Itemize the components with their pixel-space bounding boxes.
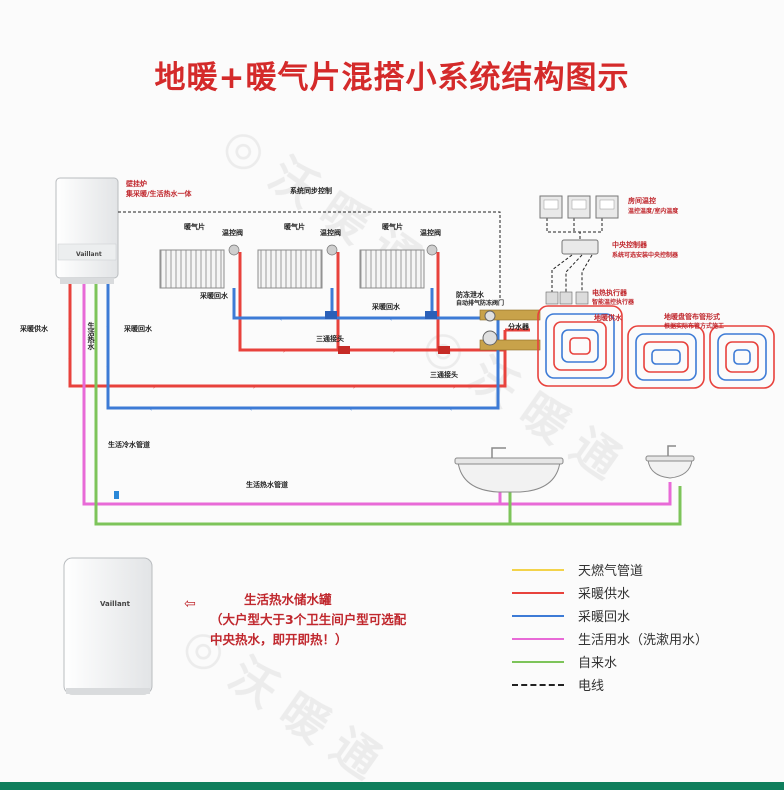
legend-item-electric-wire: 电线 — [512, 673, 708, 696]
actuator-label: 电热执行器 — [592, 289, 627, 297]
legend-label: 采暖供水 — [578, 587, 631, 602]
storage-brand: Vaillant — [100, 600, 131, 608]
legend-item-tap-water: 自来水 — [512, 650, 708, 673]
legend-label: 生活用水（洗漱用水） — [578, 633, 709, 648]
cold-water-pipe-label: 生活冷水管道 — [108, 441, 150, 449]
cold-water-marker — [114, 491, 119, 499]
electric-wires — [118, 211, 603, 300]
svg-text:→: → — [350, 384, 355, 391]
svg-text:→: → — [390, 348, 395, 355]
central-controller — [561, 239, 599, 255]
radiator-3-label: 暖气片 — [382, 223, 403, 231]
left-arrow-icon: ⇦ — [184, 596, 196, 612]
legend-swatch-return — [512, 614, 564, 617]
svg-text:→: → — [450, 384, 455, 391]
radiator-1 — [159, 249, 225, 289]
svg-text:↓: ↓ — [67, 355, 72, 362]
manifold — [479, 309, 541, 351]
tee-label-1: 三通接头 — [316, 335, 344, 343]
floor-layout-sublabel: 根据实际布管方式施工 — [664, 323, 725, 330]
legend-label: 自来水 — [578, 656, 618, 671]
floor-heating-loop-2 — [627, 325, 705, 389]
boiler-label: 壁挂炉 — [126, 180, 147, 188]
flow-arrows-return: ← ← ← ← ← ← ↑ ↑ — [105, 316, 455, 413]
legend-item-heating-return: 采暖回水 — [512, 604, 708, 627]
legend-swatch-supply — [512, 591, 564, 594]
svg-text:→: → — [150, 384, 155, 391]
hot-water-pipe-label: 生活热水管道 — [246, 481, 288, 489]
page-title: 地暖+暖气片混搭小系统结构图示 — [154, 60, 630, 96]
radiator-2-label: 暖气片 — [284, 223, 305, 231]
wall-boiler — [55, 177, 119, 284]
anti-freeze-label: 防冻泄水 — [456, 291, 484, 299]
legend-item-domestic-water: 生活用水（洗漱用水） — [512, 627, 708, 650]
legend: 天燃气管道 采暖供水 采暖回水 生活用水（洗漱用水） 自来水 电线 — [512, 558, 708, 696]
floor-supply-label: 地暖供水 — [594, 314, 622, 322]
svg-text:↓: ↓ — [67, 325, 72, 332]
legend-swatch-gas — [512, 568, 564, 571]
svg-text:↑: ↑ — [105, 365, 110, 372]
valve-3-label: 温控阀 — [420, 229, 441, 237]
hot-water-storage-tank — [63, 557, 153, 695]
thermostat-label: 房间温控 — [628, 197, 656, 205]
flow-arrows-supply: → → → → → → ↓ ↓ — [67, 325, 455, 391]
floor-heating-loop-3 — [709, 325, 775, 389]
return-label-1: 采暖回水 — [200, 292, 228, 300]
legend-label: 采暖回水 — [578, 610, 631, 625]
legend-label: 电线 — [578, 679, 605, 694]
legend-swatch-tap — [512, 660, 564, 663]
floor-layout-note: 地暖盘管布管形式 — [664, 313, 720, 321]
system-sync-label: 系统同步控制 — [290, 187, 332, 195]
svg-text:→: → — [280, 348, 285, 355]
manifold-label: 分水器 — [508, 323, 529, 331]
room-thermostats — [539, 195, 619, 219]
tap-water-pipes — [94, 284, 682, 526]
return-label-2: 采暖回水 — [372, 303, 400, 311]
legend-item-heating-supply: 采暖供水 — [512, 581, 708, 604]
actuators — [545, 291, 589, 305]
radiator-3 — [359, 249, 425, 289]
domestic-hot-label: 生活热水 — [87, 322, 95, 350]
svg-text:←: ← — [150, 406, 155, 413]
svg-text:←: ← — [280, 316, 285, 323]
heating-return-label: 采暖回水 — [124, 325, 152, 333]
storage-note: 生活热水储水罐 （大户型大于3个卫生间户型可选配 中央热水，即开即热！） — [210, 590, 406, 650]
valve-2-label: 温控阀 — [320, 229, 341, 237]
boiler-sublabel: 集采暖/生活热水一体 — [126, 190, 192, 198]
thermostat-sublabel: 温控温度/室内温度 — [628, 208, 679, 215]
temp-valves — [228, 244, 438, 256]
svg-text:↑: ↑ — [105, 325, 110, 332]
wash-basin — [645, 445, 695, 479]
footer-bar — [0, 782, 784, 790]
valve-1-label: 温控阀 — [222, 229, 243, 237]
svg-text:←: ← — [250, 406, 255, 413]
svg-text:←: ← — [450, 406, 455, 413]
tee-fittings — [325, 311, 450, 354]
floor-heating-loop-1 — [537, 305, 623, 387]
actuator-sublabel: 智能温控执行器 — [592, 299, 635, 306]
legend-item-gas: 天燃气管道 — [512, 558, 708, 581]
manifold-note: 自动排气防冻阀门 — [456, 300, 505, 307]
storage-title: 生活热水储水罐 — [244, 592, 332, 607]
radiator-2 — [257, 249, 323, 289]
svg-text:←: ← — [390, 316, 395, 323]
storage-line-1: （大户型大于3个卫生间户型可选配 — [210, 612, 407, 627]
legend-swatch-wire — [512, 683, 564, 686]
central-controller-label: 中央控制器 — [612, 241, 647, 249]
heating-supply-label: 采暖供水 — [20, 325, 48, 333]
svg-text:←: ← — [350, 406, 355, 413]
radiator-1-label: 暖气片 — [184, 223, 205, 231]
boiler-brand: Vaillant — [76, 251, 102, 258]
tee-label-2: 三通接头 — [430, 371, 458, 379]
central-controller-sublabel: 系统可选安装中央控制器 — [612, 252, 679, 259]
legend-swatch-domestic — [512, 637, 564, 640]
bathtub — [454, 447, 564, 493]
heating-supply-pipes — [68, 252, 530, 388]
svg-text:→: → — [250, 384, 255, 391]
storage-line-2: 中央热水，即开即热！） — [210, 632, 348, 647]
legend-label: 天燃气管道 — [578, 564, 644, 579]
